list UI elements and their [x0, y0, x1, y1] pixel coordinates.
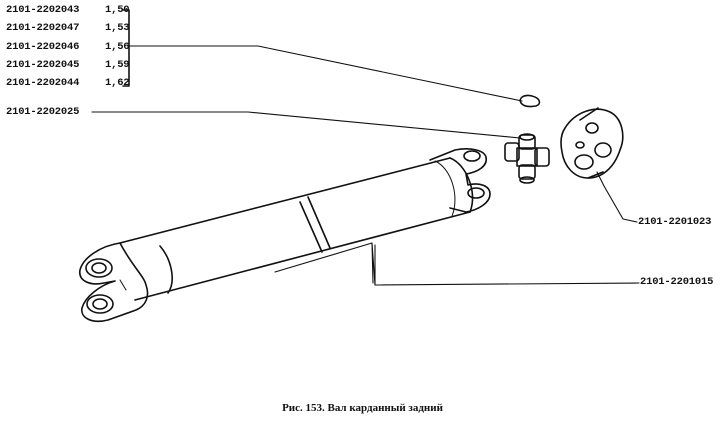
snap-ring [519, 94, 541, 108]
part-value: 1,53 [105, 22, 130, 34]
parts-bracket [122, 9, 130, 87]
part-row: 2101-2202043 1,50 [6, 4, 131, 18]
leader-cross-spider [91, 111, 521, 139]
part-number: 2101-2202043 [6, 4, 80, 16]
part-value: 1,62 [105, 77, 130, 89]
part-value: 1,59 [105, 59, 130, 71]
part-row: 2101-2202044 1,62 [6, 77, 131, 91]
part-number: 2101-2202045 [6, 59, 80, 71]
part-row: 2101-2202046 1,56 [6, 41, 131, 55]
yoke-right [429, 148, 491, 213]
leader-snap-ring [128, 45, 523, 102]
callout-cross-spider: 2101-2202025 [6, 106, 80, 118]
part-number: 2101-2202044 [6, 77, 80, 89]
part-number: 2101-2202046 [6, 41, 80, 53]
callout-shaft: 2101-2201015 [640, 276, 714, 288]
leader-shaft [374, 244, 640, 286]
leader-flange [596, 171, 638, 223]
part-row: 2101-2202045 1,59 [6, 59, 131, 73]
support-block [274, 242, 376, 286]
shaft-tube [119, 157, 474, 301]
part-row: 2101-2202047 1,53 [6, 22, 131, 36]
figure-caption: Рис. 153. Вал карданный задний [282, 402, 443, 414]
part-value: 1,50 [105, 4, 130, 16]
part-value: 1,56 [105, 41, 130, 53]
cross-spider [504, 133, 550, 184]
flange [560, 107, 624, 179]
callout-flange: 2101-2201023 [638, 216, 712, 228]
yoke-left [79, 242, 149, 323]
part-number: 2101-2202047 [6, 22, 80, 34]
